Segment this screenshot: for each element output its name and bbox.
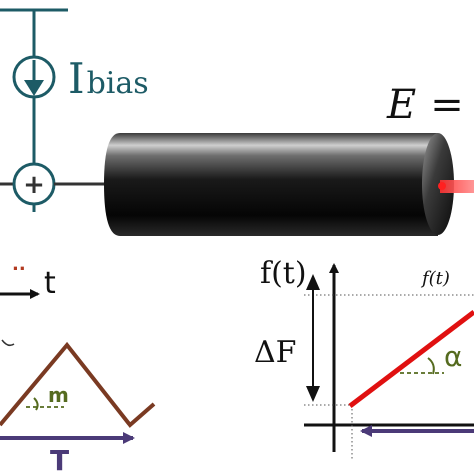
modulation-dots: .. [12, 254, 26, 275]
delta-f-label: ΔF [254, 335, 296, 370]
triangle-wave [0, 341, 156, 428]
bias-current-label: Ibias [68, 54, 149, 103]
y-axis-label: f(t) [260, 256, 307, 291]
wave-annotation-arc [1, 339, 15, 347]
delta-arrow-top-icon [306, 274, 320, 290]
laser-body [104, 133, 438, 236]
angle-arc [427, 357, 435, 375]
laser-aperture [438, 182, 446, 190]
curve-label: f(t) [420, 268, 450, 289]
laser-beam [440, 180, 474, 193]
laser-end-cap [422, 133, 454, 235]
slope-angle-arc [33, 397, 39, 411]
laser-diode: E= [104, 82, 474, 236]
slope-label: m [48, 383, 69, 407]
field-equation: E= [386, 82, 464, 128]
time-label: t [44, 266, 56, 301]
period-label: T [50, 444, 69, 474]
delta-arrow-bottom-icon [306, 386, 320, 402]
current-arrow-icon [24, 80, 44, 96]
summing-plus-icon: + [23, 170, 45, 200]
alpha-label: α [444, 340, 462, 373]
frequency-ramp-line [348, 310, 474, 408]
modulation-waveform: .. t m T [0, 254, 156, 474]
bias-circuit: + Ibias [0, 8, 149, 212]
frequency-plot: f(t) f(t) ΔF α [254, 256, 474, 460]
